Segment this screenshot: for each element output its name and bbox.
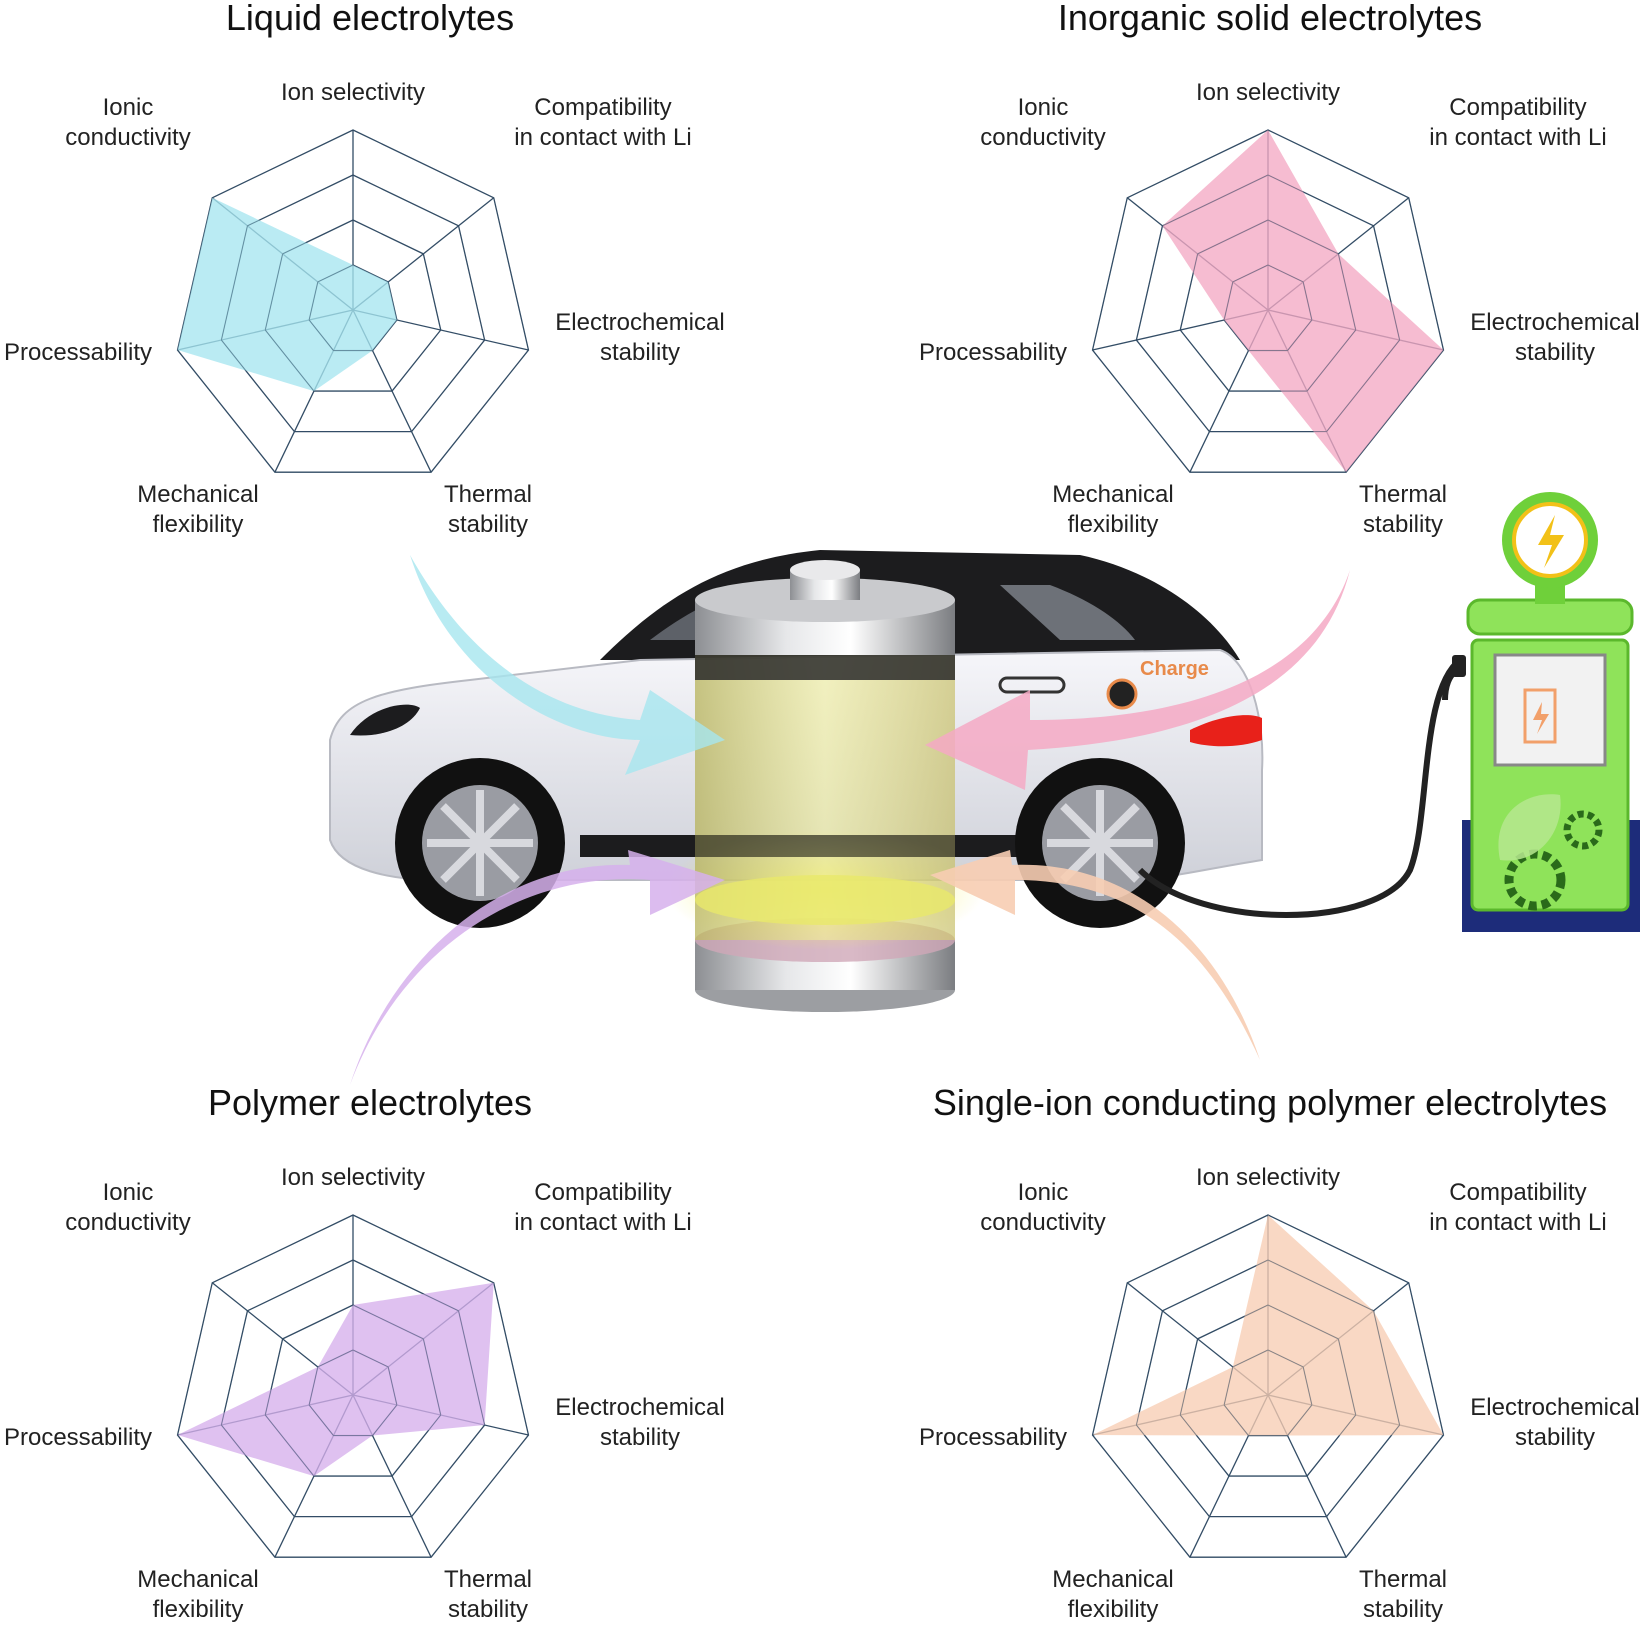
radar-grid-overlay (264, 1304, 442, 1477)
radar-title: Liquid electrolytes (226, 0, 514, 38)
radar-grid-overlay (177, 1214, 529, 1558)
gear-small-icon (1563, 810, 1603, 850)
station-screen (1493, 653, 1607, 767)
radar-grid-overlay (220, 174, 486, 433)
radar-grid-overlay (1223, 264, 1313, 351)
radar-series-area (1162, 130, 1444, 473)
charging-station (1442, 492, 1640, 932)
rear-wheel (1015, 758, 1185, 928)
radar-grid-overlay (177, 129, 529, 473)
battery-plug-icon (1523, 688, 1557, 744)
radar-grid-overlay (1179, 219, 1357, 392)
radar-axis-label: Processability (4, 339, 152, 366)
radar-title: Inorganic solid electrolytes (1058, 0, 1482, 38)
electric-car-illustration: Charge (329, 492, 1640, 1085)
radar-axis-label: Ion selectivity (1196, 1164, 1340, 1191)
radar-grid-overlay (220, 1259, 486, 1518)
battery-cell (665, 560, 985, 1012)
radar-series-area (1092, 1215, 1444, 1436)
radar-axis-label: Processability (919, 339, 1067, 366)
radar-title: Single-ion conducting polymer electrolyt… (933, 1082, 1607, 1123)
arrow-polymer (350, 850, 725, 1085)
radar-title: Polymer electrolytes (208, 1082, 532, 1123)
radar-grid-overlay (1092, 129, 1444, 473)
charging-cable (1137, 657, 1462, 918)
radar-grid-overlay (1223, 1349, 1313, 1436)
radar-grid-overlay (308, 1349, 398, 1436)
gear-icon (1504, 849, 1566, 911)
radar-grid-overlay (1179, 1304, 1357, 1477)
car-headlight (350, 704, 420, 736)
car-door-handle (998, 676, 1066, 694)
car-side-window (1000, 585, 1135, 640)
radar-axis-label: Ion selectivity (281, 79, 425, 106)
arrow-single-ion (930, 850, 1260, 1060)
car-charge-label: Charge (1140, 658, 1209, 680)
car-tail-light (1190, 715, 1262, 747)
radar-axis-label: Ion selectivity (1196, 79, 1340, 106)
radar-grid-overlay (1092, 1214, 1444, 1558)
radar-grid-overlay (1135, 174, 1401, 433)
front-wheel (395, 758, 565, 928)
radar-chart-4: Single-ion conducting polymer electrolyt… (919, 1082, 1640, 1623)
radar-axis-label: Processability (919, 1424, 1067, 1451)
leaf-icon (1498, 794, 1561, 861)
radar-axis-label: Processability (4, 1424, 152, 1451)
radar-grid-overlay (308, 264, 398, 351)
radar-series-area (177, 197, 397, 392)
radar-axis-label: Ion selectivity (281, 1164, 425, 1191)
radar-series-area (177, 1282, 494, 1477)
radar-grid-overlay (1135, 1259, 1401, 1518)
charge-port-icon (1106, 678, 1138, 710)
arrow-liquid (410, 555, 725, 775)
arrow-inorganic (925, 570, 1350, 790)
radar-grid-overlay (264, 219, 442, 392)
